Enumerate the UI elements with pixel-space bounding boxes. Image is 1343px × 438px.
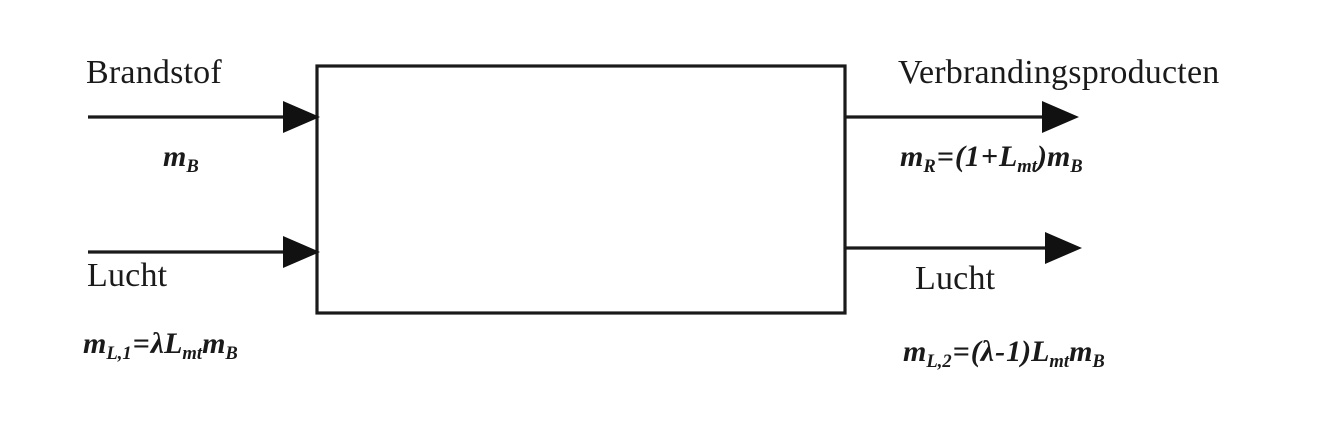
label-air-inlet: Lucht	[87, 257, 168, 294]
label-combustion-products-outlet: Verbrandingsproducten	[898, 54, 1220, 91]
formula-symbol: m	[900, 140, 924, 173]
formula-minus: -	[995, 335, 1006, 368]
formula-air-outlet-mass-flow: mL,2=(λ-1)LmtmB	[903, 337, 1105, 372]
formula-lambda: λ	[980, 335, 995, 368]
formula-combustion-products-mass-flow: mR=(1+Lmt)mB	[900, 142, 1083, 177]
formula-one: 1	[1006, 335, 1022, 368]
formula-plus: +	[980, 140, 998, 173]
arrowhead-air-in	[283, 236, 320, 268]
formula-close-paren: )	[1036, 140, 1047, 173]
formula-lambda: λ	[150, 327, 165, 360]
formula-L-subscript: mt	[1017, 155, 1037, 177]
formula-L-symbol: L	[164, 327, 183, 360]
combustion-chamber-box	[315, 64, 847, 315]
formula-close-paren: )	[1021, 335, 1032, 368]
formula-symbol: m	[163, 140, 187, 173]
formula-m-symbol: m	[202, 327, 226, 360]
formula-open-paren: (	[970, 335, 981, 368]
formula-m-subscript: B	[225, 342, 238, 364]
label-fuel-inlet: Brandstof	[86, 54, 222, 91]
formula-open-paren: (	[954, 140, 965, 173]
formula-L-subscript: mt	[1049, 350, 1070, 372]
formula-symbol: m	[83, 327, 107, 360]
formula-one: 1	[964, 140, 980, 173]
formula-m-symbol: m	[1069, 335, 1093, 368]
arrowhead-fuel-in	[283, 101, 320, 133]
arrowhead-products-out	[1042, 101, 1079, 133]
formula-m-symbol: m	[1046, 140, 1071, 173]
formula-m-subscript: B	[1092, 350, 1105, 372]
label-air-outlet: Lucht	[915, 260, 996, 297]
formula-symbol: m	[903, 335, 927, 368]
formula-equals: =	[952, 335, 970, 368]
formula-subscript: R	[923, 155, 936, 177]
formula-L-symbol: L	[998, 140, 1018, 173]
formula-subscript: B	[186, 155, 199, 177]
formula-L-subscript: mt	[182, 342, 203, 364]
formula-subscript: L,1	[106, 342, 132, 364]
formula-L-symbol: L	[1031, 335, 1050, 368]
formula-equals: =	[132, 327, 150, 360]
formula-fuel-mass-flow: mB	[163, 142, 199, 177]
formula-subscript: L,2	[926, 350, 952, 372]
formula-air-inlet-mass-flow: mL,1=λLmtmB	[83, 329, 238, 364]
arrowhead-air-out	[1045, 232, 1082, 264]
formula-equals: =	[936, 140, 954, 173]
formula-m-subscript: B	[1070, 155, 1083, 177]
